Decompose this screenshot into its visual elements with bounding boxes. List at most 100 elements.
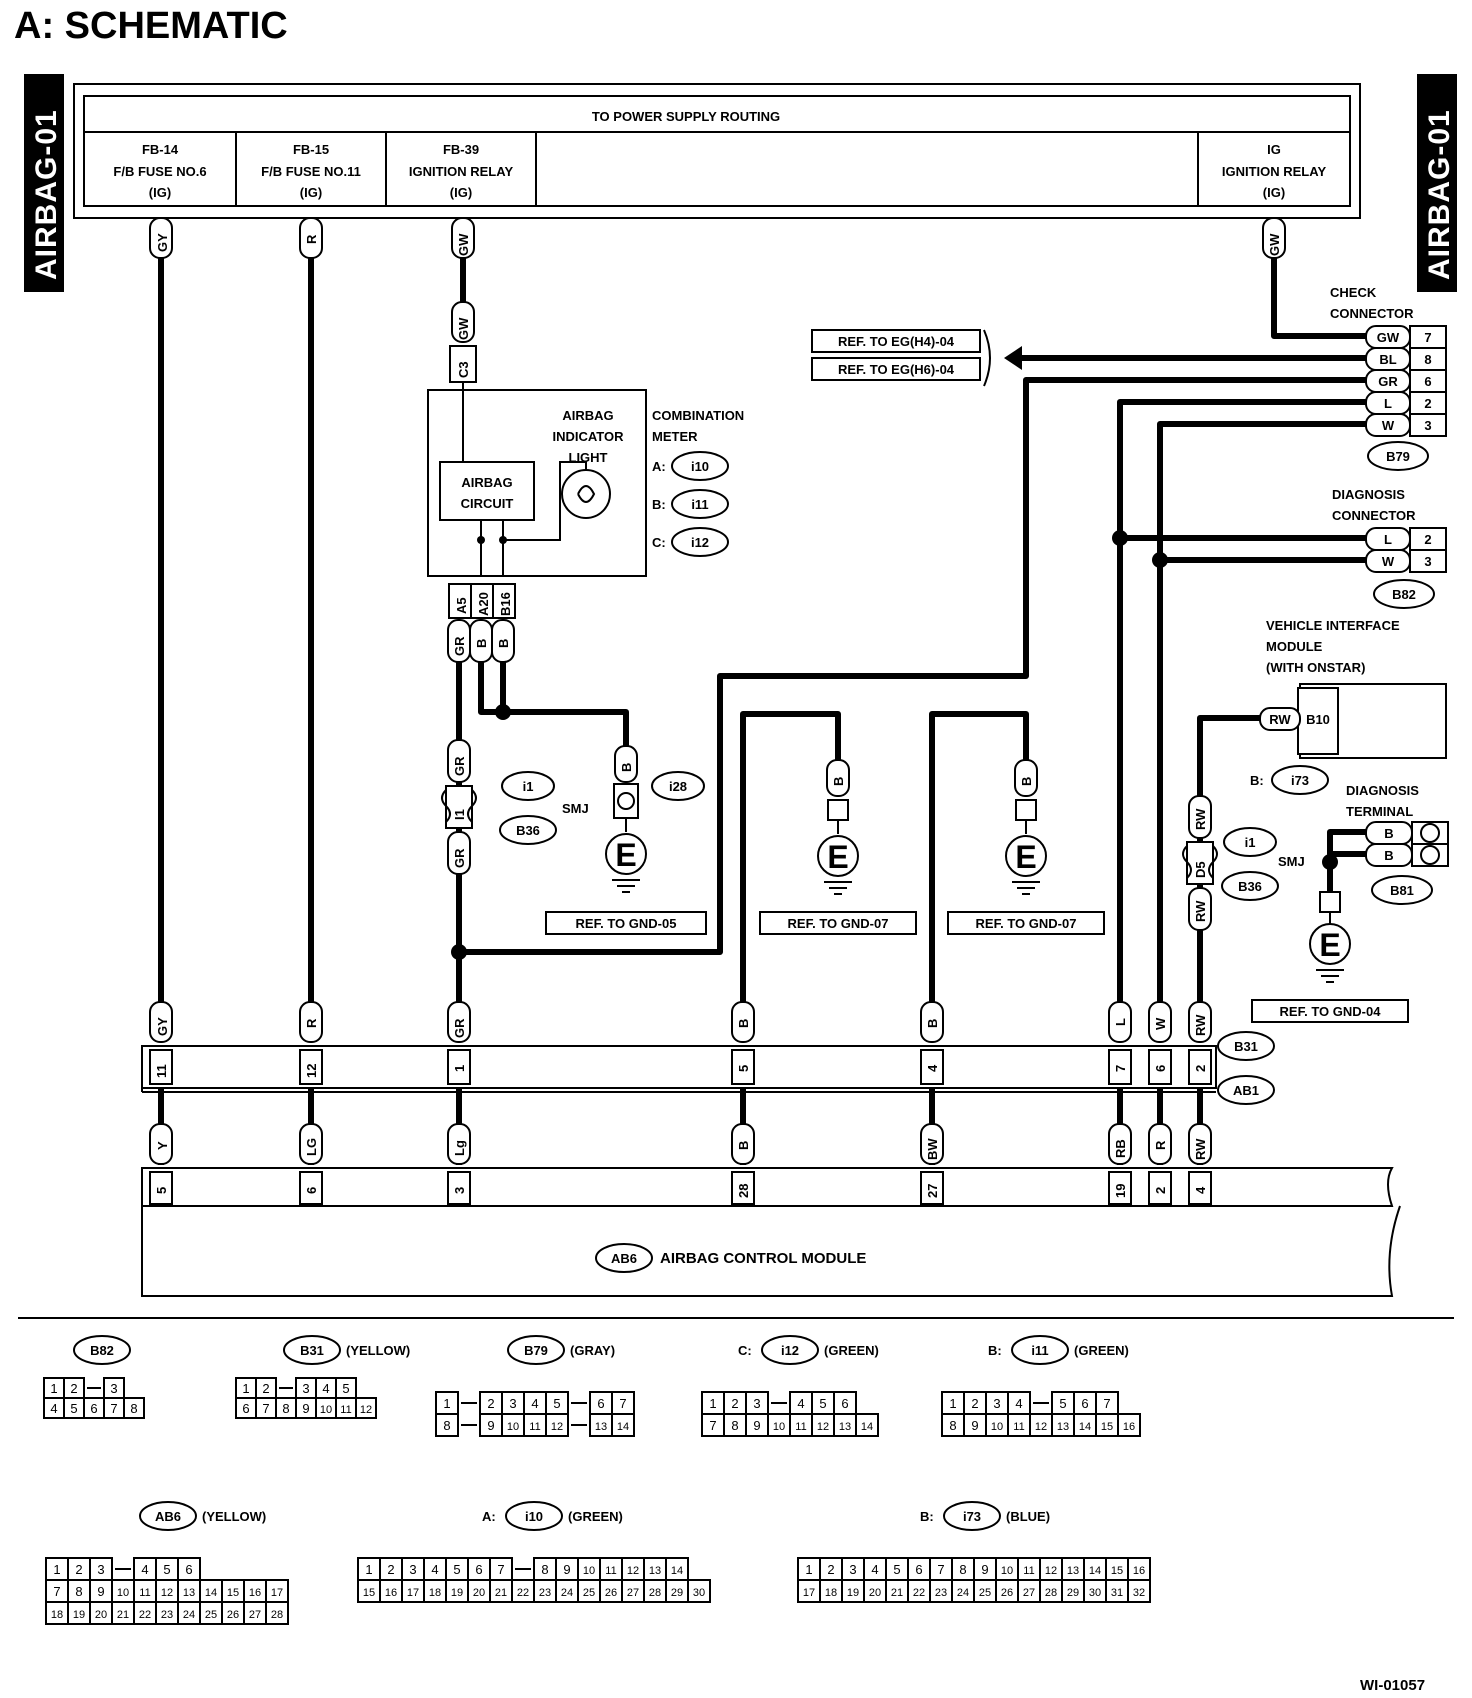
face-pin: 26 (1001, 1587, 1013, 1599)
face-pin: 12 (551, 1421, 563, 1433)
face-pin: 16 (1133, 1565, 1145, 1577)
page-title: A: SCHEMATIC (14, 5, 288, 47)
ab6-pin-3: 3 (452, 1187, 467, 1194)
tag-gw-ig: GW (1267, 233, 1282, 256)
ground-e-07a: E (827, 839, 848, 875)
face-pin: 3 (753, 1396, 760, 1411)
face-pin: 29 (1067, 1587, 1079, 1599)
ground-e-04: E (1319, 927, 1340, 963)
tag-gy-top: GY (155, 233, 170, 252)
face-pin: 6 (242, 1401, 249, 1416)
vim-line3: (WITH ONSTAR) (1266, 660, 1365, 675)
check-connector-id: B79 (1386, 449, 1410, 464)
ground-e-07b: E (1015, 839, 1036, 875)
face-pin: 14 (1079, 1421, 1091, 1433)
diag-terminal-id: B81 (1390, 883, 1414, 898)
face-ref-i73: B: (920, 1509, 934, 1524)
face-pin: 12 (627, 1565, 639, 1577)
face-pin: 10 (320, 1404, 332, 1416)
dt-row2: B (1384, 848, 1393, 863)
face-pin: 26 (227, 1609, 239, 1621)
left-smj-i1: i1 (523, 779, 534, 794)
face-pin: 3 (97, 1562, 104, 1577)
face-pin: 12 (817, 1421, 829, 1433)
face-pin: 25 (979, 1587, 991, 1599)
tag-r-ab6: R (1153, 1140, 1168, 1150)
face-pin: 4 (431, 1562, 438, 1577)
face-pin: 9 (753, 1418, 760, 1433)
cc-row2-pin: 8 (1424, 352, 1431, 367)
face-pin: 28 (271, 1609, 283, 1621)
face-pin: 5 (453, 1562, 460, 1577)
diag-terminal-line2: TERMINAL (1346, 804, 1413, 819)
meter-ref-a: i10 (691, 459, 709, 474)
ref-gnd-07b: REF. TO GND-07 (976, 916, 1077, 931)
face-pin: 20 (95, 1609, 107, 1621)
dc-row1-pin: 2 (1424, 532, 1431, 547)
ab6-pin-4: 4 (1193, 1186, 1208, 1194)
ab6-pin-2: 2 (1153, 1187, 1168, 1194)
fb15-line2: F/B FUSE NO.11 (261, 164, 361, 179)
tag-b-gnd07a: B (831, 777, 846, 786)
vehicle-interface-module: VEHICLE INTERFACE MODULE (WITH ONSTAR) R… (1250, 618, 1447, 795)
ground-e-icon-4 (1309, 923, 1351, 965)
diagnosis-terminal: DIAGNOSIS TERMINAL B B SMJ B81 E REF. TO… (1251, 783, 1449, 1023)
pin-d5: D5 (1193, 861, 1208, 878)
face-pin: 10 (1001, 1565, 1013, 1577)
cc-row3-pin: 6 (1424, 374, 1431, 389)
ground-i28-label: i28 (669, 779, 687, 794)
meter-ref-b-key: B: (652, 497, 666, 512)
ref-eg-h6: REF. TO EG(H6)-04 (838, 362, 955, 377)
face-pin: 7 (619, 1396, 626, 1411)
face-pin: 10 (991, 1421, 1003, 1433)
cc-row5-color: W (1382, 418, 1395, 433)
cc-row3-color: GR (1378, 374, 1398, 389)
face-color-i11: (GREEN) (1074, 1343, 1129, 1358)
face-pin: 16 (1123, 1421, 1135, 1433)
face-pin: 5 (819, 1396, 826, 1411)
face-pin: 5 (163, 1562, 170, 1577)
fb14-line3: (IG) (149, 185, 171, 200)
tag-b-ab6: B (736, 1141, 751, 1150)
side-tag-right-text: AIRBAG-01 (1423, 109, 1456, 280)
face-pin: 2 (262, 1381, 269, 1396)
face-pin: 3 (849, 1562, 856, 1577)
face-pin: 3 (409, 1562, 416, 1577)
face-color-ab6: (YELLOW) (202, 1509, 266, 1524)
face-pin: 10 (773, 1421, 785, 1433)
fb15-line1: FB-15 (293, 142, 329, 157)
wire-tags-top: GY R GW GW (149, 217, 1286, 259)
face-pin: 24 (561, 1587, 573, 1599)
ground-e-icon-2 (817, 835, 859, 877)
face-pin: 1 (709, 1396, 716, 1411)
right-smj-label: SMJ (1278, 854, 1305, 869)
tag-rw-b31: RW (1193, 1014, 1208, 1036)
face-pin: 14 (861, 1421, 873, 1433)
face-id-b79: B79 (524, 1343, 548, 1358)
face-pin: 19 (451, 1587, 463, 1599)
face-color-b79: (GRAY) (570, 1343, 615, 1358)
face-pin: 12 (360, 1404, 372, 1416)
face-pin: 13 (1057, 1421, 1069, 1433)
tag-gy-b31: GY (155, 1017, 170, 1036)
tag-b-i28: B (619, 763, 634, 772)
face-pin: 2 (387, 1562, 394, 1577)
pin-i1: I1 (452, 809, 467, 820)
ground-gnd07b: B E REF. TO GND-07 (947, 759, 1105, 935)
ground-e-icon (605, 833, 647, 875)
tag-gr-smj-bottom: GR (452, 848, 467, 868)
wire-tags-b31: GY R GR B B L W RW (149, 1001, 1212, 1043)
face-pin: 20 (869, 1587, 881, 1599)
side-tag-left-text: AIRBAG-01 (30, 109, 63, 280)
cc-row4-color: L (1384, 396, 1392, 411)
tag-lg: LG (304, 1138, 319, 1156)
face-pin: 2 (75, 1562, 82, 1577)
face-pin: 8 (731, 1418, 738, 1433)
dc-row2-pin: 3 (1424, 554, 1431, 569)
face-pin: 6 (841, 1396, 848, 1411)
face-pin: 4 (531, 1396, 538, 1411)
tag-gw-top: GW (456, 233, 471, 256)
face-pin: 15 (1101, 1421, 1113, 1433)
cc-row4-pin: 2 (1424, 396, 1431, 411)
